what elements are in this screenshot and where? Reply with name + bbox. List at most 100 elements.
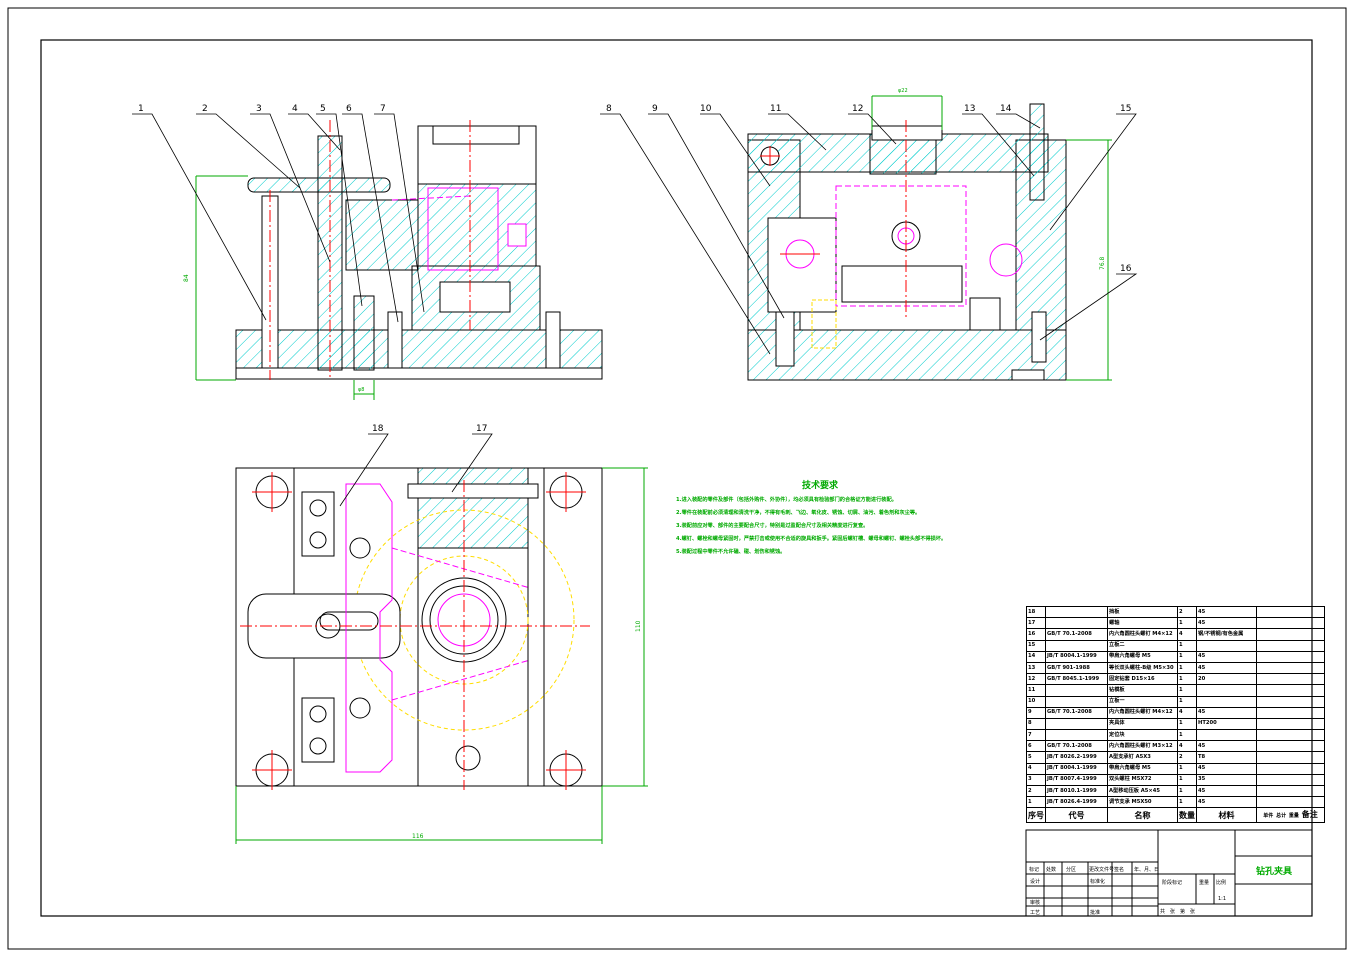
bom-cell: 45 xyxy=(1196,650,1257,663)
bom-cell xyxy=(1256,762,1325,775)
bom-cell: 1 xyxy=(1177,684,1197,697)
bom-cell xyxy=(1045,605,1108,619)
bom-cell: 等长双头螺柱-B级 M5×30 xyxy=(1107,661,1178,675)
bom-cell: GB/T 70.1-2008 xyxy=(1045,706,1108,719)
bom-cell: 7 xyxy=(1026,729,1046,742)
bom-cell: JB/T 8026.2-1999 xyxy=(1045,751,1108,764)
bom-header-name: 名称 xyxy=(1107,807,1178,824)
balloon-4: 4 xyxy=(292,104,298,114)
bom-cell: 17 xyxy=(1026,617,1046,630)
tb-sign: 签名 xyxy=(1114,866,1124,873)
front-view xyxy=(195,120,603,400)
bom-header-remark: 备注 xyxy=(1301,809,1318,819)
bom-cell: 内六角圆柱头螺钉 M4×12 xyxy=(1107,628,1178,641)
bom-cell xyxy=(1045,639,1108,652)
tb-approve: 批准 xyxy=(1090,909,1100,916)
bom-cell xyxy=(1256,605,1325,619)
bom-cell: 45 xyxy=(1196,796,1257,809)
bom-cell: 1 xyxy=(1177,639,1197,652)
bom-cell xyxy=(1256,673,1325,686)
bom-cell: 2 xyxy=(1177,605,1197,619)
balloon-3: 3 xyxy=(256,104,262,114)
bom-cell: JB/T 8004.1-1999 xyxy=(1045,650,1108,663)
bom-cell: A型支承钉 A5X3 xyxy=(1107,751,1178,764)
bom-cell: 45 xyxy=(1196,740,1257,753)
balloon-16: 16 xyxy=(1120,264,1132,274)
bom-cell: 10 xyxy=(1026,695,1046,708)
tech-item: 5.装配过程中零件不允许磕、碰、划伤和锈蚀。 xyxy=(676,549,786,555)
tb-stage: 阶段标记 xyxy=(1162,879,1182,886)
tech-item: 3.装配前应对零、部件的主要配合尺寸，特别是过盈配合尺寸及相关精度进行复查。 xyxy=(676,523,869,529)
bom-cell: 15 xyxy=(1026,639,1046,652)
tb-sheets: 共 张 第 张 xyxy=(1160,908,1195,915)
bom-cell: 45 xyxy=(1196,661,1257,675)
bom-cell: 双头螺柱 M5X72 xyxy=(1107,773,1178,787)
bom-cell xyxy=(1256,717,1325,731)
bom-cell: 4 xyxy=(1177,628,1197,641)
tech-requirements-list: 1.进入装配的零件及部件（包括外购件、外协件），均必须具有检验部门的合格证方能进… xyxy=(676,494,946,559)
tb-scale-value: 1:1 xyxy=(1218,896,1226,902)
balloon-17: 17 xyxy=(476,424,487,434)
bom-cell xyxy=(1045,684,1108,697)
tb-title: 钻孔夹具 xyxy=(1256,865,1292,877)
bom-cell: 45 xyxy=(1196,617,1257,630)
bom-cell: 定位块 xyxy=(1107,729,1178,742)
bom-cell: HT200 xyxy=(1196,717,1257,731)
bom-cell: 20 xyxy=(1196,673,1257,686)
tech-item: 2.零件在装配前必须清理和清洗干净，不得有毛刺、飞边、氧化皮、锈蚀、切屑、油污、… xyxy=(676,510,921,516)
dim-side-top: φ22 xyxy=(898,88,908,94)
bom-cell: JB/T 8004.1-1999 xyxy=(1045,762,1108,775)
bom-cell: 1 xyxy=(1177,796,1197,809)
bom-header-seq: 序号 xyxy=(1026,807,1046,824)
tb-scale: 比例 xyxy=(1216,879,1226,886)
tb-zone: 分区 xyxy=(1066,866,1076,873)
bom-cell: 钻模板 xyxy=(1107,684,1178,697)
bom-cell xyxy=(1256,695,1325,708)
bom-header-total: 总计 xyxy=(1276,812,1287,819)
bom-cell: T8 xyxy=(1196,751,1257,764)
tb-count: 处数 xyxy=(1046,866,1056,873)
balloon-10: 10 xyxy=(700,104,712,114)
balloon-13: 13 xyxy=(964,104,975,114)
balloon-15: 15 xyxy=(1120,104,1131,114)
bom-cell: 6 xyxy=(1026,740,1046,753)
bom-cell: 4 xyxy=(1177,706,1197,719)
bom-cell: 1 xyxy=(1026,796,1046,809)
bom-header-unit: 单件 xyxy=(1263,812,1274,819)
bom-cell: 8 xyxy=(1026,717,1046,731)
bom-cell: 1 xyxy=(1177,661,1197,675)
bom-cell xyxy=(1256,740,1325,753)
bom-cell xyxy=(1256,751,1325,764)
bom-cell: 3 xyxy=(1026,773,1046,787)
tb-process: 工艺 xyxy=(1030,910,1040,916)
bom-header-qty: 数量 xyxy=(1177,807,1197,824)
bom-cell: 45 xyxy=(1196,706,1257,719)
tb-review: 审核 xyxy=(1030,899,1040,906)
bom-cell: 1 xyxy=(1177,617,1197,630)
tech-requirements-title: 技术要求 xyxy=(802,481,839,491)
bom-cell: JB/T 8010.1-1999 xyxy=(1045,784,1108,798)
balloon-1: 1 xyxy=(138,104,144,114)
bom-cell: 45 xyxy=(1196,605,1257,619)
bom-cell: 5 xyxy=(1026,751,1046,764)
plan-view xyxy=(235,467,648,844)
balloon-7: 7 xyxy=(380,104,386,114)
tech-item: 4.螺钉、螺栓和螺母紧固时，严禁打击或使用不合适的旋具和扳手。紧固后螺钉槽、螺母… xyxy=(676,536,947,542)
bom-cell xyxy=(1256,617,1325,630)
bom-cell: 内六角圆柱头螺钉 M3×12 xyxy=(1107,740,1178,753)
bom-cell xyxy=(1196,695,1257,708)
bom-header-material: 材料 xyxy=(1196,807,1257,824)
bom-cell: 1 xyxy=(1177,773,1197,787)
balloon-14: 14 xyxy=(1000,104,1012,114)
bom-cell: 14 xyxy=(1026,650,1046,663)
bom-header: 序号 代号 名称 数量 材料 单件 总计 重量 备注 xyxy=(1026,807,1325,824)
bom-cell: 1 xyxy=(1177,729,1197,742)
